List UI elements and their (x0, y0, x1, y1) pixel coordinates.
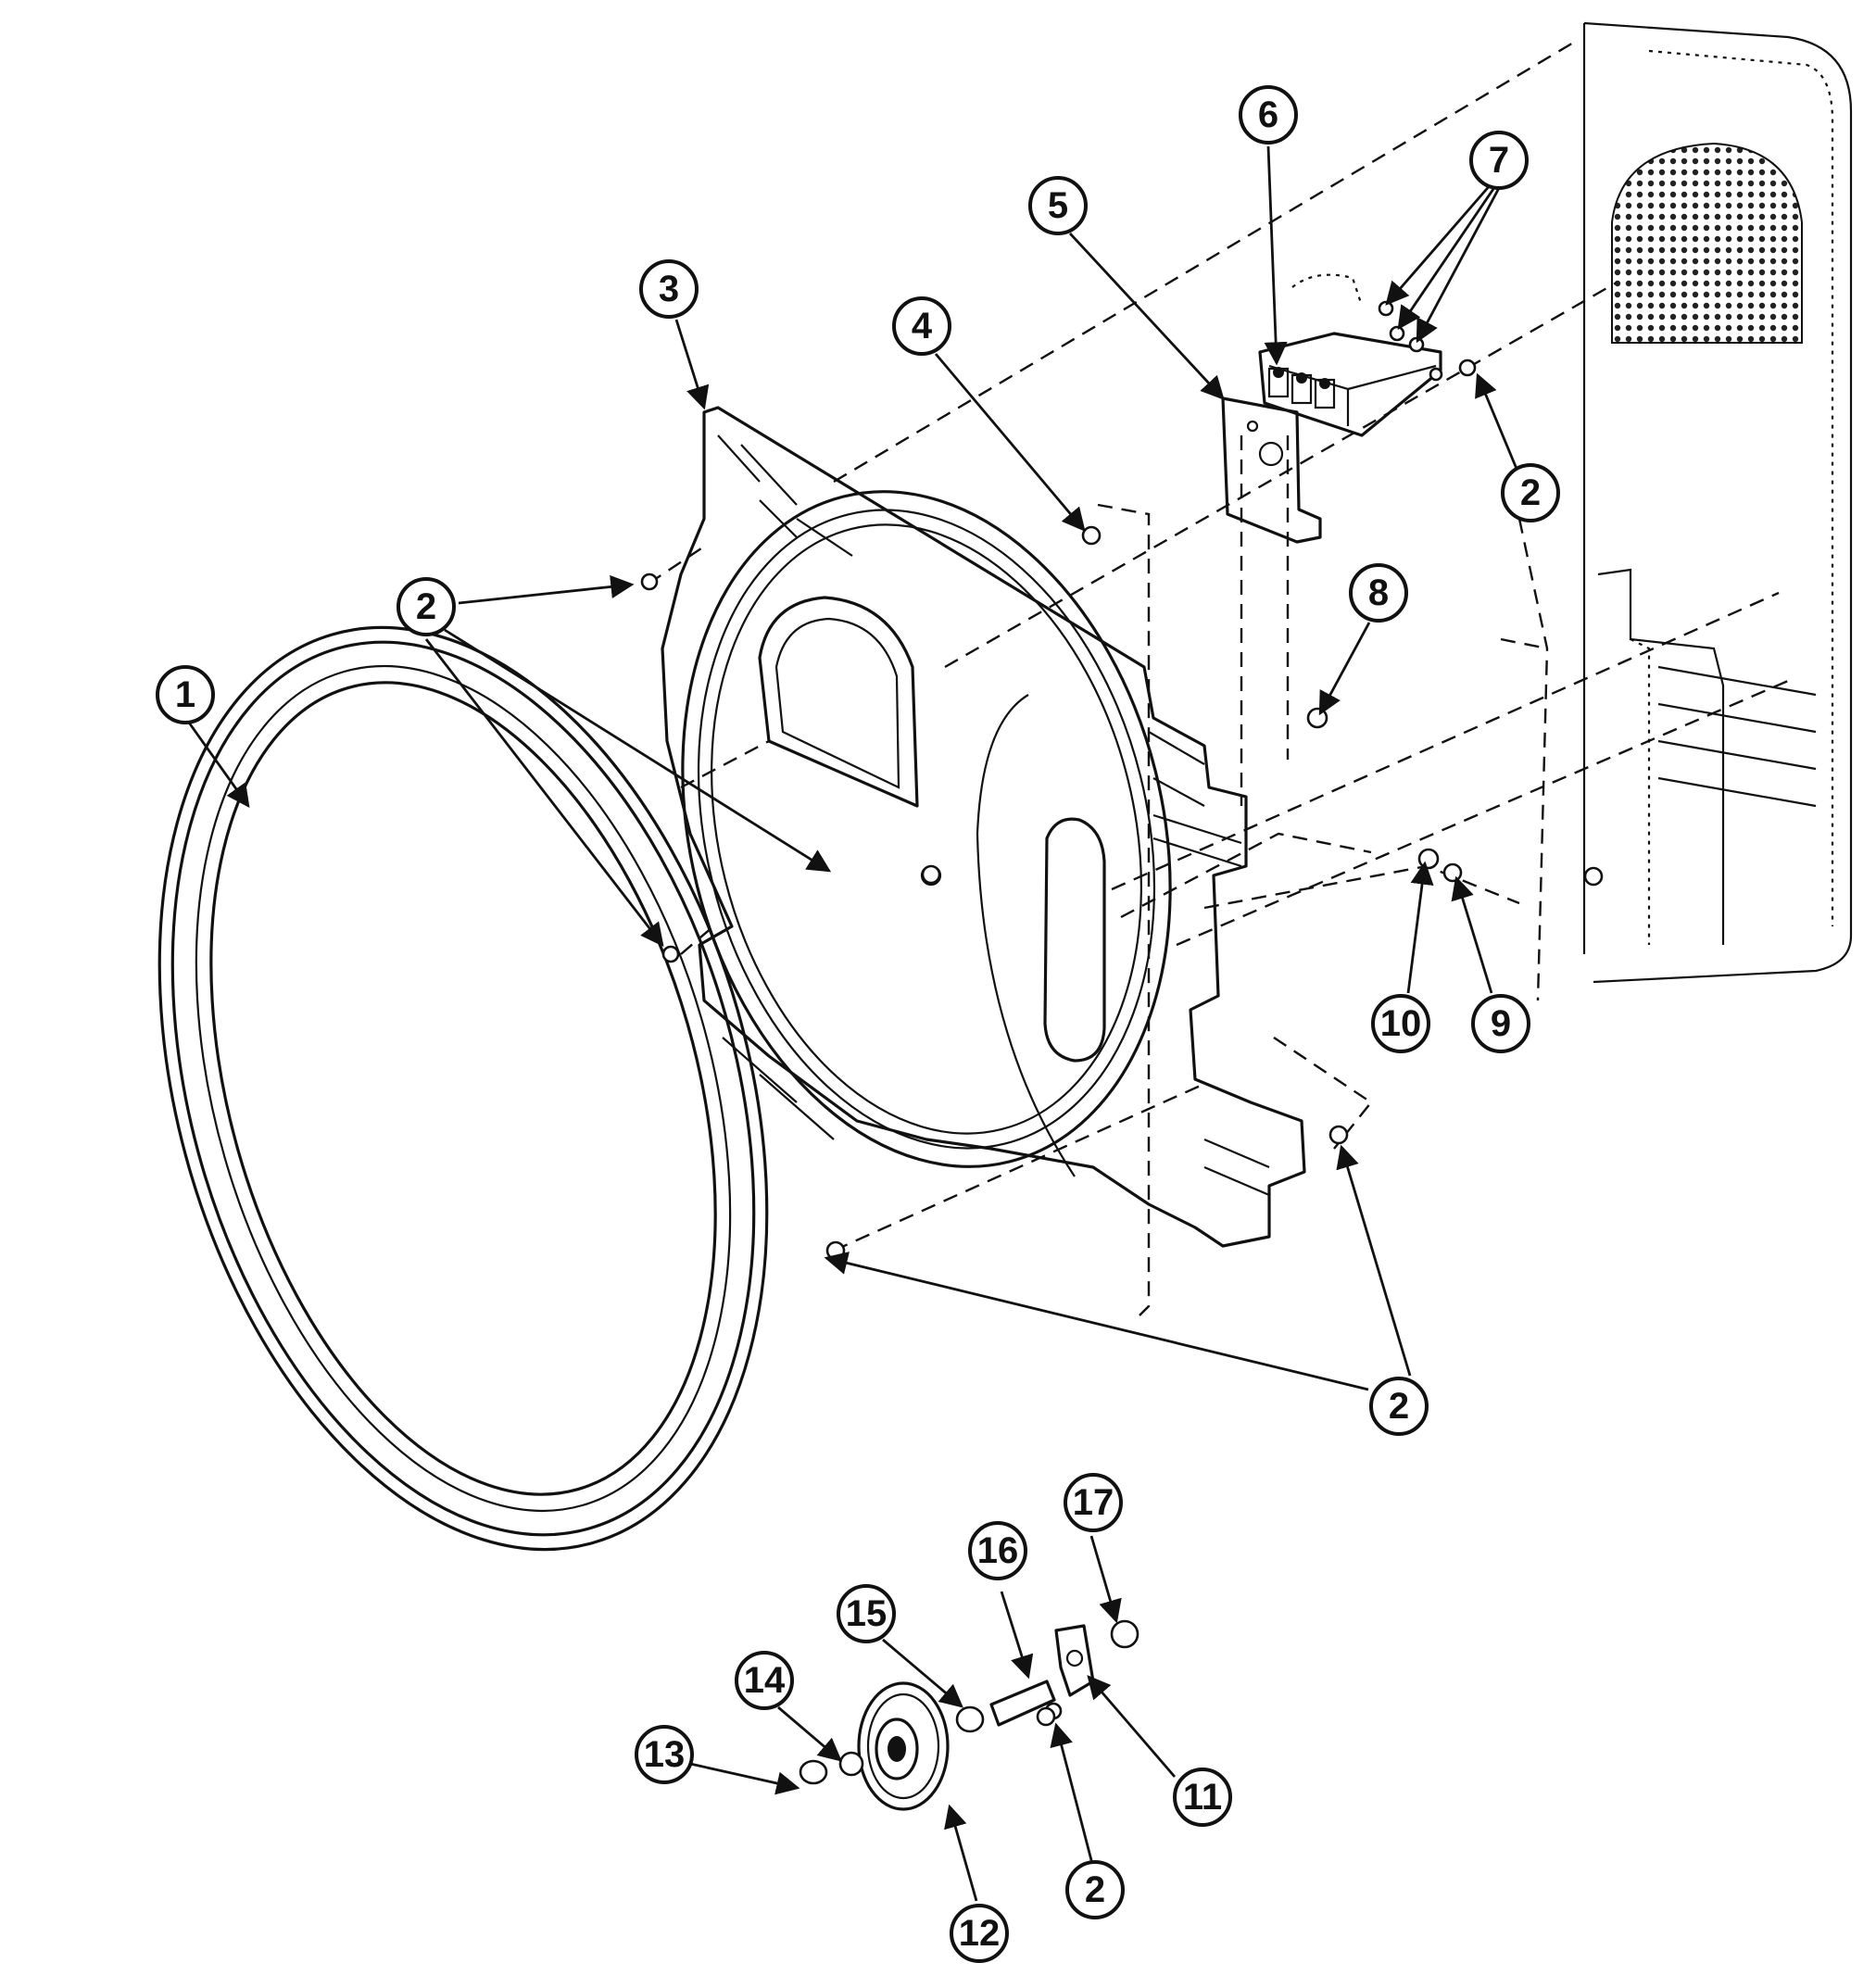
callout-10: 10 (1371, 994, 1430, 1053)
svg-text:13: 13 (644, 1734, 686, 1775)
svg-text:2: 2 (1389, 1386, 1409, 1427)
callout-14: 14 (735, 1651, 794, 1710)
svg-text:2: 2 (1520, 472, 1541, 513)
svg-text:16: 16 (977, 1530, 1019, 1571)
svg-text:2: 2 (416, 586, 436, 627)
roller-assembly (857, 1619, 1139, 1811)
leader-lines (187, 145, 1528, 1902)
door-seal-ring (157, 625, 769, 1552)
front-bulkhead (661, 406, 1306, 1248)
svg-text:9: 9 (1491, 1003, 1511, 1044)
svg-text:7: 7 (1489, 140, 1509, 181)
washers-and-screws (640, 300, 1604, 1785)
callout-11: 11 (1173, 1768, 1232, 1827)
svg-text:8: 8 (1368, 572, 1389, 613)
svg-text:5: 5 (1048, 185, 1068, 226)
callout-16: 16 (968, 1521, 1027, 1580)
callouts: 1 2 2 2 2 2 3 4 5 6 7 8 9 10 11 12 13 14… (156, 85, 1560, 1963)
svg-text:1: 1 (175, 674, 195, 715)
callout-2-left: 2 (397, 577, 456, 636)
callout-17: 17 (1064, 1473, 1123, 1532)
svg-text:10: 10 (1380, 1003, 1422, 1044)
svg-text:2: 2 (1085, 1869, 1105, 1910)
callout-12: 12 (950, 1904, 1009, 1963)
svg-text:4: 4 (912, 306, 933, 346)
callout-13: 13 (635, 1725, 694, 1784)
callout-2-bottom: 2 (1369, 1377, 1429, 1436)
bracket-and-terminal-block (1221, 332, 1442, 544)
callout-2-top-right: 2 (1501, 463, 1560, 522)
callout-8: 8 (1349, 563, 1408, 623)
callout-3: 3 (639, 259, 699, 319)
svg-text:3: 3 (659, 269, 679, 309)
callout-2-roller: 2 (1065, 1860, 1125, 1919)
callout-7: 7 (1469, 131, 1529, 190)
callout-4: 4 (892, 296, 951, 356)
svg-text:15: 15 (846, 1593, 888, 1634)
callout-9: 9 (1471, 994, 1530, 1053)
svg-text:17: 17 (1073, 1482, 1114, 1523)
cabinet-rear-panel (1582, 21, 1853, 984)
callout-6: 6 (1239, 85, 1298, 145)
svg-text:12: 12 (959, 1913, 1001, 1954)
svg-text:11: 11 (1183, 1777, 1222, 1818)
svg-text:14: 14 (744, 1660, 786, 1701)
svg-text:6: 6 (1258, 94, 1278, 135)
callout-5: 5 (1028, 176, 1088, 235)
callout-15: 15 (837, 1584, 896, 1643)
assembly-lines (648, 40, 1789, 1316)
callout-1: 1 (156, 665, 215, 724)
